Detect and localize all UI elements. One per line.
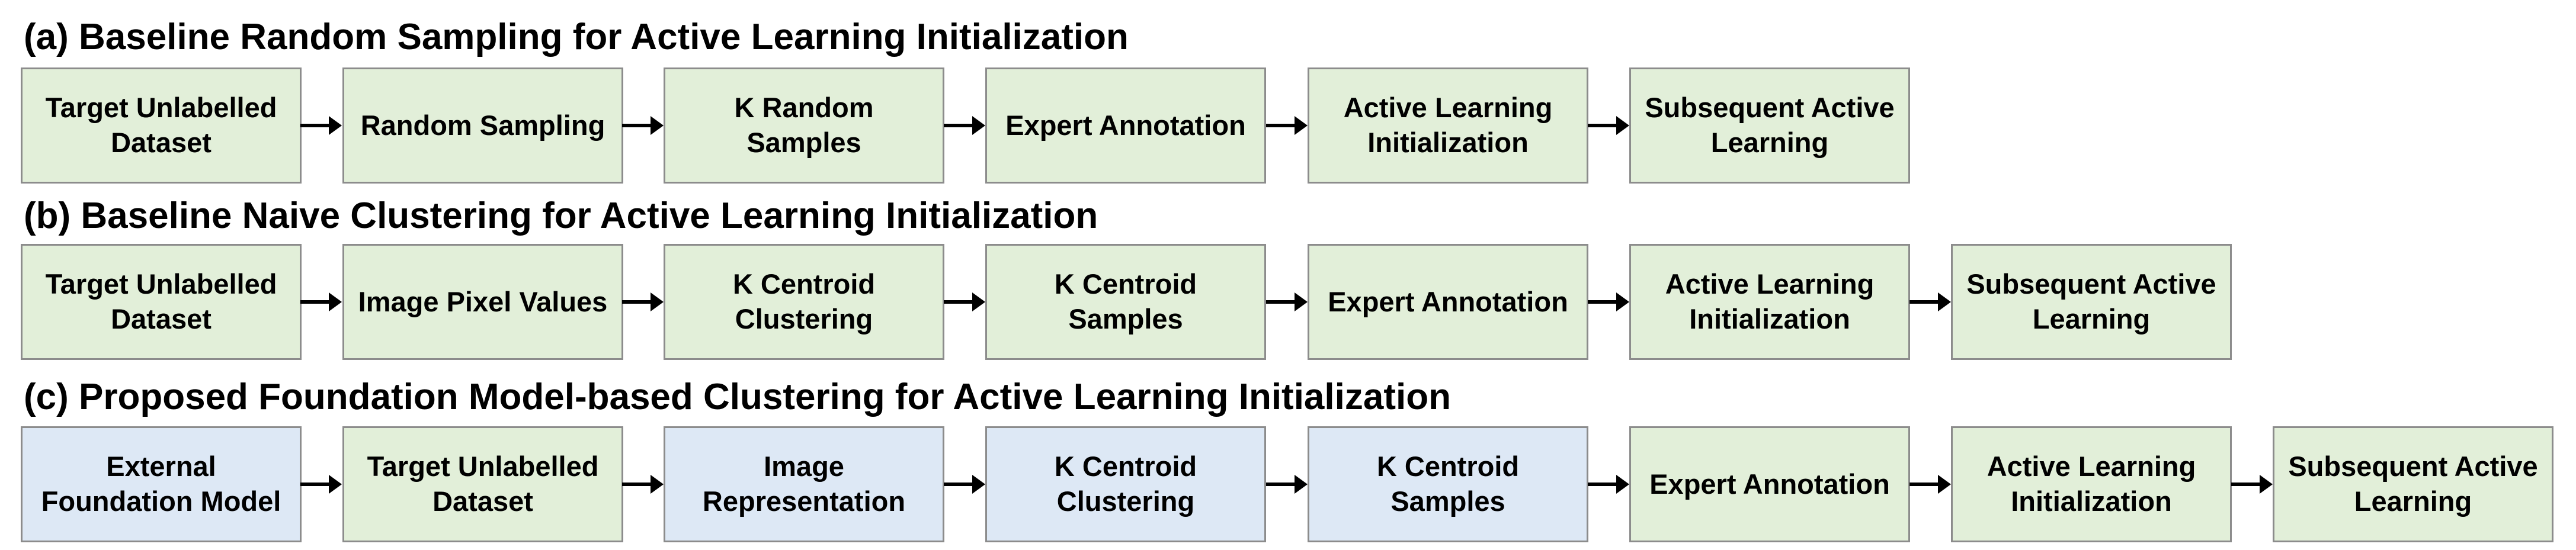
- step-a4: Expert Annotation: [985, 67, 1266, 184]
- arrow-icon: [1266, 116, 1308, 135]
- section-c-title: (c) Proposed Foundation Model-based Clus…: [24, 377, 1451, 417]
- step-b7: Subsequent Active Learning: [1951, 244, 2232, 360]
- arrow-icon: [2231, 475, 2273, 494]
- arrow-icon: [622, 292, 664, 311]
- step-a3: K Random Samples: [664, 67, 944, 184]
- step-c1: External Foundation Model: [21, 426, 302, 542]
- arrow-icon: [300, 475, 342, 494]
- arrow-icon: [1588, 116, 1629, 135]
- arrow-icon: [944, 475, 985, 494]
- step-b5: Expert Annotation: [1308, 244, 1588, 360]
- arrow-icon: [1909, 475, 1951, 494]
- arrow-icon: [944, 292, 985, 311]
- step-c5: K Centroid Samples: [1308, 426, 1588, 542]
- flow-row-c: External Foundation Model Target Unlabel…: [0, 426, 2576, 542]
- step-a6: Subsequent Active Learning: [1629, 67, 1910, 184]
- step-b2: Image Pixel Values: [342, 244, 623, 360]
- arrow-icon: [944, 116, 985, 135]
- step-a5: Active Learning Initialization: [1308, 67, 1588, 184]
- step-c4: K Centroid Clustering: [985, 426, 1266, 542]
- flow-row-a: Target Unlabelled Dataset Random Samplin…: [0, 67, 2576, 184]
- step-b6: Active Learning Initialization: [1629, 244, 1910, 360]
- step-c8: Subsequent Active Learning: [2273, 426, 2553, 542]
- step-b4: K Centroid Samples: [985, 244, 1266, 360]
- arrow-icon: [1266, 292, 1308, 311]
- arrow-icon: [1588, 292, 1629, 311]
- arrow-icon: [1909, 292, 1951, 311]
- arrow-icon: [1266, 475, 1308, 494]
- step-c7: Active Learning Initialization: [1951, 426, 2232, 542]
- step-b1: Target Unlabelled Dataset: [21, 244, 302, 360]
- step-c2: Target Unlabelled Dataset: [342, 426, 623, 542]
- arrow-icon: [1588, 475, 1629, 494]
- step-a1: Target Unlabelled Dataset: [21, 67, 302, 184]
- step-c6: Expert Annotation: [1629, 426, 1910, 542]
- arrow-icon: [622, 116, 664, 135]
- step-c3: Image Representation: [664, 426, 944, 542]
- step-b3: K Centroid Clustering: [664, 244, 944, 360]
- section-b-title: (b) Baseline Naive Clustering for Active…: [24, 195, 1098, 236]
- section-a-title: (a) Baseline Random Sampling for Active …: [24, 17, 1129, 57]
- step-a2: Random Sampling: [342, 67, 623, 184]
- arrow-icon: [622, 475, 664, 494]
- flow-row-b: Target Unlabelled Dataset Image Pixel Va…: [0, 244, 2576, 360]
- arrow-icon: [300, 292, 342, 311]
- arrow-icon: [300, 116, 342, 135]
